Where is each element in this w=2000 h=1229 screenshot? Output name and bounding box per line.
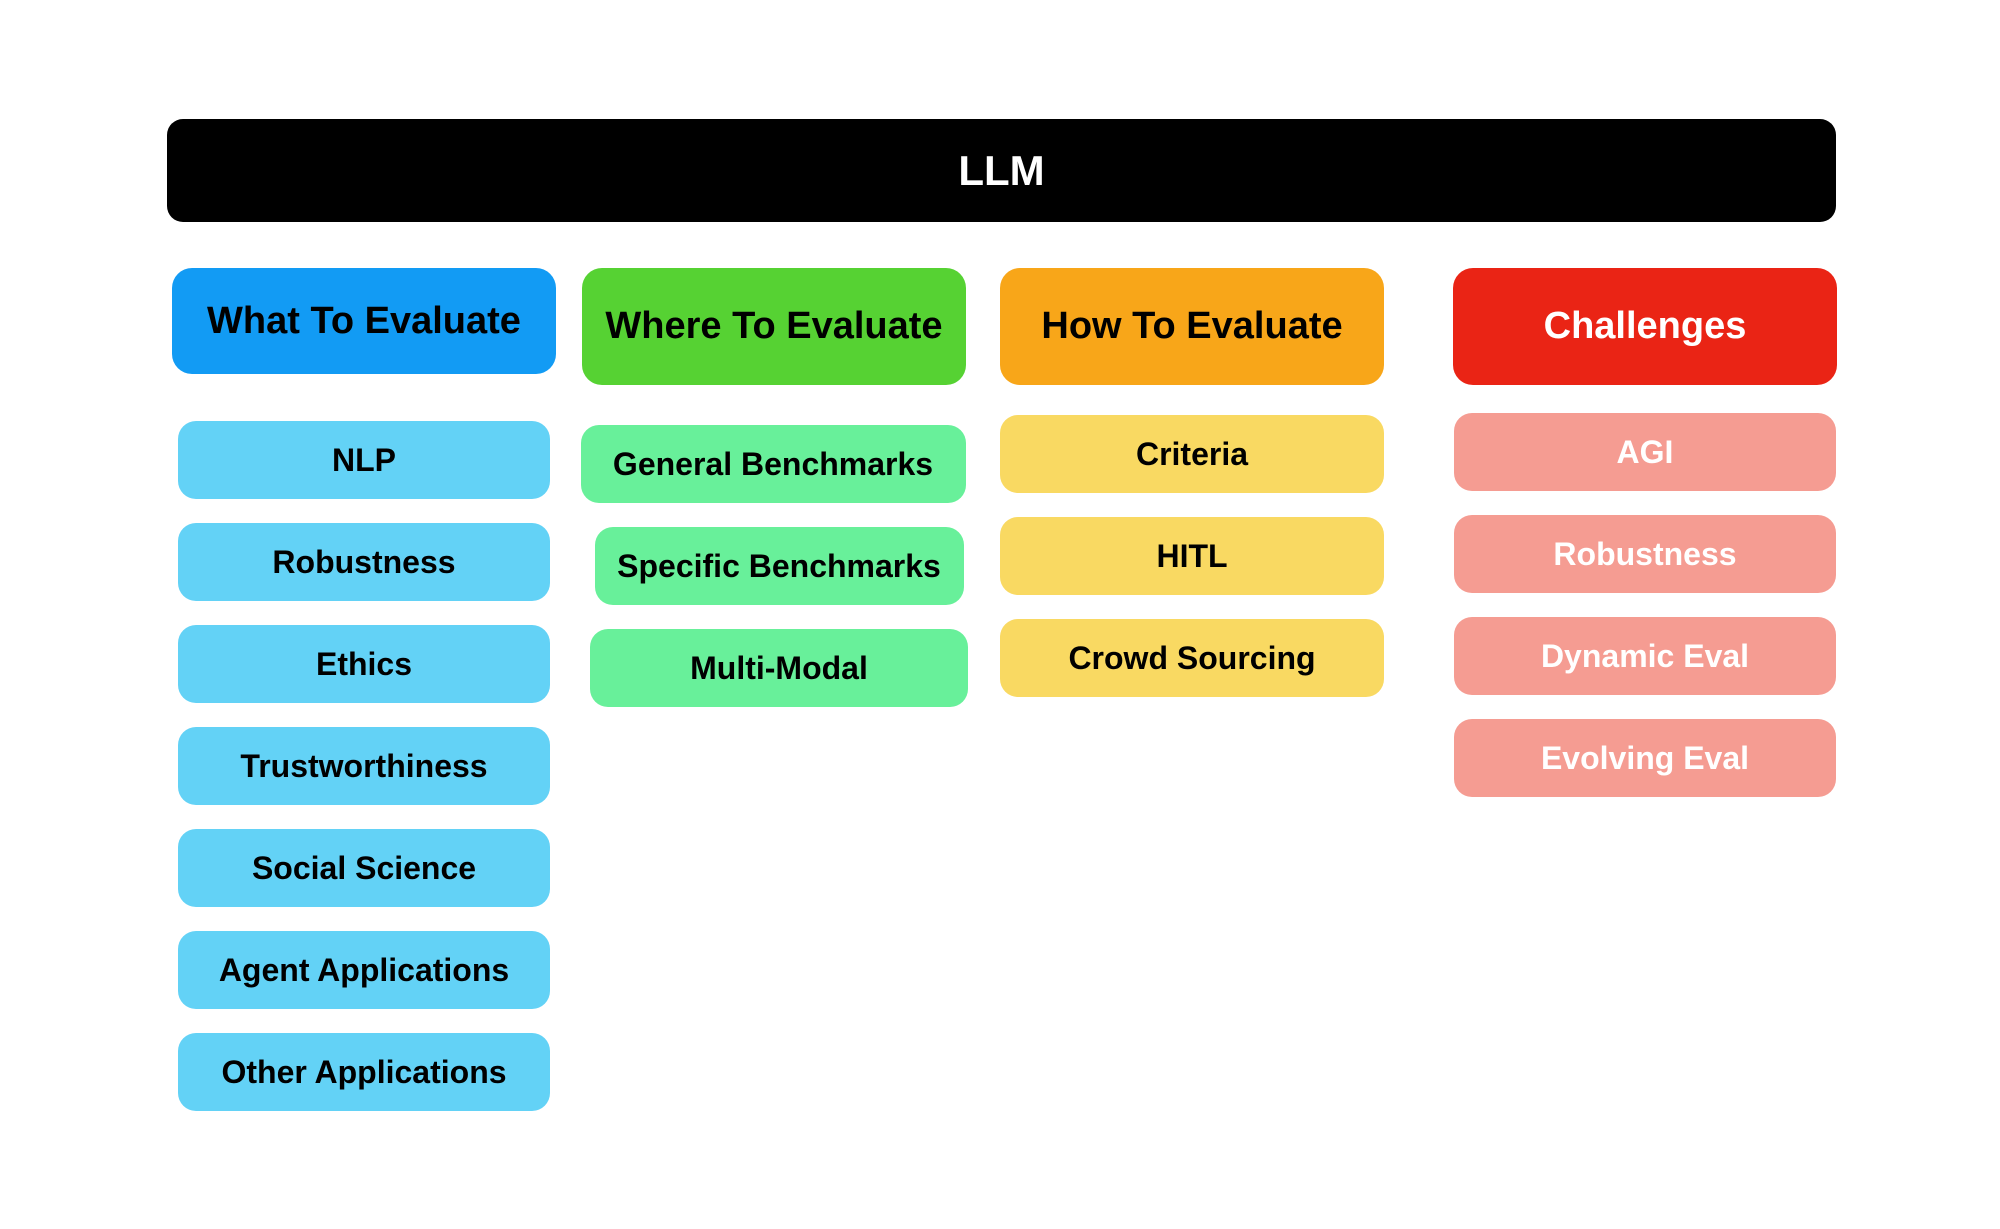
- node-general-benchmarks: General Benchmarks: [580, 425, 966, 503]
- node-evolving-eval: Evolving Eval: [1454, 719, 1836, 797]
- node-criteria: Criteria: [1000, 415, 1384, 493]
- column-where-to-evaluate: Where To Evaluate General Benchmarks Spe…: [580, 268, 968, 707]
- node-crowd-sourcing: Crowd Sourcing: [1000, 619, 1384, 697]
- node-agent-applications: Agent Applications: [178, 931, 550, 1009]
- node-other-applications: Other Applications: [178, 1033, 550, 1111]
- column-challenges: Challenges AGI Robustness Dynamic Eval E…: [1453, 268, 1837, 797]
- column-items-what-to-evaluate: NLP Robustness Ethics Trustworthiness So…: [172, 421, 556, 1111]
- node-multi-modal: Multi-Modal: [590, 629, 968, 707]
- column-header-challenges: Challenges: [1453, 268, 1837, 385]
- column-how-to-evaluate: How To Evaluate Criteria HITL Crowd Sour…: [1000, 268, 1384, 697]
- column-items-challenges: AGI Robustness Dynamic Eval Evolving Eva…: [1453, 413, 1837, 797]
- node-specific-benchmarks: Specific Benchmarks: [594, 527, 964, 605]
- node-agi: AGI: [1454, 413, 1836, 491]
- node-hitl: HITL: [1000, 517, 1384, 595]
- llm-root-node: LLM: [167, 119, 1836, 222]
- column-what-to-evaluate: What To Evaluate NLP Robustness Ethics T…: [172, 268, 556, 1111]
- node-challenges-robustness: Robustness: [1454, 515, 1836, 593]
- column-header-how-to-evaluate: How To Evaluate: [1000, 268, 1384, 385]
- node-dynamic-eval: Dynamic Eval: [1454, 617, 1836, 695]
- node-robustness: Robustness: [178, 523, 550, 601]
- node-nlp: NLP: [178, 421, 550, 499]
- node-trustworthiness: Trustworthiness: [178, 727, 550, 805]
- column-items-how-to-evaluate: Criteria HITL Crowd Sourcing: [1000, 415, 1384, 697]
- node-social-science: Social Science: [178, 829, 550, 907]
- column-header-what-to-evaluate: What To Evaluate: [172, 268, 556, 374]
- column-items-where-to-evaluate: General Benchmarks Specific Benchmarks M…: [580, 425, 968, 707]
- llm-root-label: LLM: [958, 146, 1045, 194]
- column-header-where-to-evaluate: Where To Evaluate: [582, 268, 966, 385]
- node-ethics: Ethics: [178, 625, 550, 703]
